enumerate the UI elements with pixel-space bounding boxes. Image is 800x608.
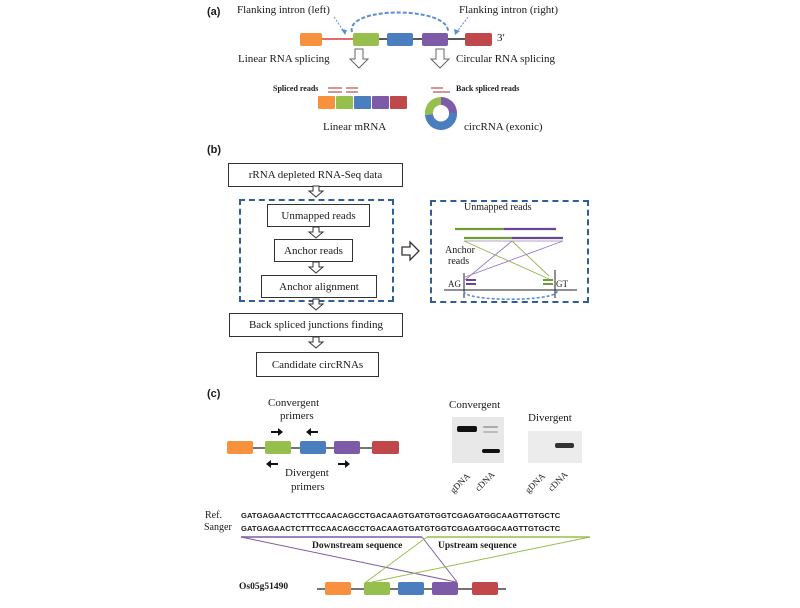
- inset-anchor-label: Anchor: [445, 245, 475, 256]
- flow-arrow: [307, 185, 325, 198]
- gene-exon-1: [325, 582, 351, 595]
- mrna-exon-5: [390, 96, 407, 109]
- gel-divergent-title: Divergent: [528, 412, 572, 424]
- primer-exon-4: [334, 441, 360, 454]
- linear-splicing-label: Linear RNA splicing: [238, 53, 330, 65]
- divergent-primers-label-1: Divergent: [285, 467, 329, 479]
- primer-exon-1: [227, 441, 253, 454]
- map-line-green: [511, 240, 550, 277]
- upstream-map-right: [371, 536, 591, 583]
- circular-splicing-label: Circular RNA splicing: [456, 53, 555, 65]
- map-line-purple: [464, 240, 513, 281]
- splice-site-ag: AG: [448, 279, 461, 289]
- flank-right-arrowhead: [454, 29, 460, 35]
- linear-splicing-arrow: [348, 48, 370, 69]
- mrna-exon-2: [336, 96, 353, 109]
- gene-exon-2: [364, 582, 390, 595]
- flow-step-candidate-circrnas: Candidate circRNAs: [256, 352, 379, 377]
- flow-arrow: [307, 261, 325, 274]
- gel-divergent: [528, 431, 582, 463]
- divergent-primer-forward: [338, 460, 350, 468]
- map-line-green: [463, 240, 550, 280]
- panel-c-label: (c): [207, 388, 221, 400]
- gene-exon-3: [398, 582, 424, 595]
- downstream-map-right: [421, 536, 458, 583]
- flow-step-back-spliced-junctions: Back spliced junctions finding: [229, 313, 403, 337]
- divergent-primer-reverse: [266, 460, 278, 468]
- inset-pointer-arrow: [401, 240, 420, 262]
- convergent-primer-forward: [271, 428, 283, 436]
- splice-site-gt: GT: [556, 279, 568, 289]
- upstream-map-left: [365, 536, 428, 583]
- flow-arrow: [307, 226, 325, 239]
- gel-convergent: [452, 417, 504, 463]
- back-splice-junction-arc: [463, 290, 558, 300]
- circrna-segment-blue: [425, 113, 458, 131]
- three-prime-label: 3′: [497, 32, 505, 44]
- flow-arrow: [307, 336, 325, 349]
- panel-b-label: (b): [207, 144, 222, 156]
- upstream-sequence-label: Upstream sequence: [438, 541, 517, 551]
- exon-5: [465, 33, 492, 46]
- convergent-primers-label-2: primers: [280, 410, 314, 422]
- gene-exon-4: [432, 582, 458, 595]
- inset-unmapped-reads-label: Unmapped reads: [464, 202, 532, 213]
- gel-band-faint: [483, 431, 498, 433]
- sanger-label: Sanger: [204, 522, 232, 533]
- flow-step-rrna-depleted: rRNA depleted RNA-Seq data: [228, 163, 403, 187]
- convergent-primers-label-1: Convergent: [268, 397, 320, 409]
- ref-sequence: GATGAGAACTCTTTCCAACAGCCTGACAAGTGATGTGGTC…: [241, 511, 561, 520]
- flow-arrow: [307, 298, 325, 311]
- back-splice-arc: [350, 11, 450, 33]
- circrna-segment-green: [424, 96, 441, 115]
- circrna-segment-purple: [441, 97, 457, 113]
- circrna-label: circRNA (exonic): [464, 121, 543, 133]
- inset-reads-label: reads: [448, 256, 470, 267]
- gel-convergent-title: Convergent: [449, 399, 501, 411]
- gel-band-cdna-divergent: [555, 443, 574, 448]
- gel-band-gdna-convergent: [457, 426, 477, 432]
- convergent-primer-reverse: [306, 428, 318, 436]
- linear-mrna-label: Linear mRNA: [323, 121, 387, 133]
- back-spliced-reads-label: Back spliced reads: [456, 84, 520, 93]
- gene-exon-5: [472, 582, 498, 595]
- mrna-exon-1: [318, 96, 335, 109]
- panel-a-label: (a): [207, 6, 221, 18]
- gene-id-label: Os05g51490: [239, 582, 289, 592]
- gel-band-cdna-convergent: [482, 449, 500, 453]
- map-line-purple: [464, 240, 564, 278]
- mrna-exon-4: [372, 96, 389, 109]
- exon-1: [300, 33, 322, 46]
- flanking-intron-left-label: Flanking intron (left): [237, 4, 330, 16]
- exon-4: [422, 33, 448, 46]
- flow-step-anchor-alignment: Anchor alignment: [261, 275, 377, 298]
- mrna-exon-3: [354, 96, 371, 109]
- circular-splicing-arrow: [429, 48, 451, 69]
- gel-band-faint: [483, 426, 498, 428]
- anchor-alignment-inset: [430, 200, 589, 303]
- downstream-sequence-label: Downstream sequence: [312, 541, 403, 551]
- primer-exon-2: [265, 441, 291, 454]
- flanking-intron-right-label: Flanking intron (right): [459, 4, 558, 16]
- ref-label: Ref.: [205, 510, 222, 521]
- spliced-reads-label: Spliced reads: [273, 84, 319, 93]
- divergent-primers-label-2: primers: [291, 481, 325, 493]
- primer-exon-3: [300, 441, 326, 454]
- downstream-map-left: [240, 536, 457, 583]
- exon-3: [387, 33, 413, 46]
- exon-2: [353, 33, 379, 46]
- primer-exon-5: [372, 441, 399, 454]
- flank-left-arrowhead: [341, 29, 347, 35]
- sanger-sequence: GATGAGAACTCTTTCCAACAGCCTGACAAGTGATGTGGTC…: [241, 524, 561, 533]
- flow-step-anchor-reads: Anchor reads: [274, 239, 353, 262]
